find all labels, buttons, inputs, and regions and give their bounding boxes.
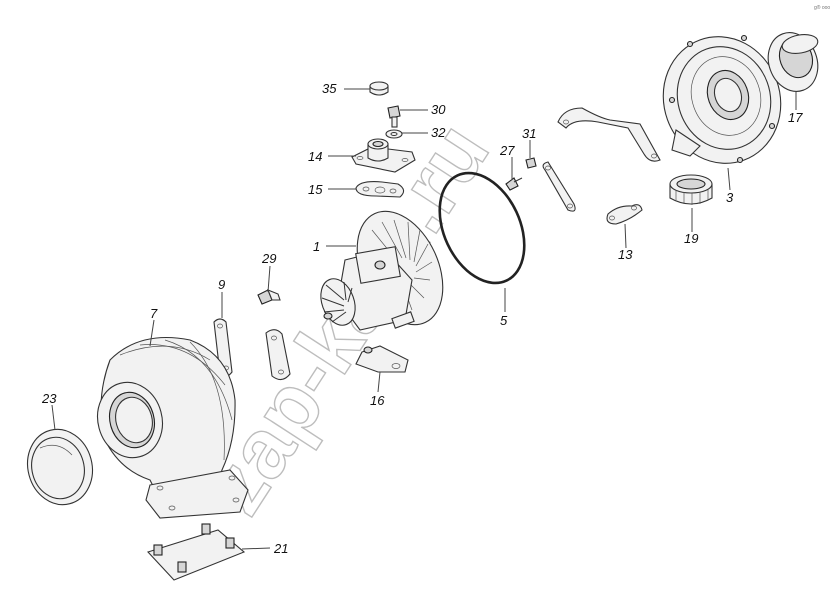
callout-32: 32 bbox=[431, 125, 446, 140]
callout-27: 27 bbox=[499, 143, 515, 158]
part-13-clamp-plate bbox=[606, 204, 643, 225]
callout-31: 31 bbox=[522, 126, 536, 141]
part-clamp-link bbox=[542, 107, 661, 212]
part-32-washer bbox=[385, 129, 403, 139]
part-gasket-right bbox=[265, 329, 291, 381]
part-16-oil-return-flange bbox=[355, 345, 409, 373]
callout-7: 7 bbox=[150, 306, 158, 321]
callout-9: 9 bbox=[218, 277, 225, 292]
part-35-cap bbox=[369, 81, 389, 96]
callout-15: 15 bbox=[308, 182, 323, 197]
part-27-screw bbox=[505, 177, 523, 191]
callout-3: 3 bbox=[726, 190, 734, 205]
callout-30: 30 bbox=[431, 102, 446, 117]
callout-1: 1 bbox=[313, 239, 320, 254]
callout-14: 14 bbox=[308, 149, 322, 164]
part-29-fitting bbox=[257, 289, 281, 305]
part-15-gasket bbox=[355, 181, 405, 198]
part-17-inlet-cap bbox=[767, 32, 819, 92]
callout-5: 5 bbox=[500, 313, 508, 328]
callout-labels: 35 30 32 14 15 1 29 9 7 23 16 21 5 27 31… bbox=[41, 81, 803, 556]
callout-35: 35 bbox=[322, 81, 337, 96]
leader-lines bbox=[51, 88, 797, 550]
corner-mark: g® ooo bbox=[814, 4, 830, 11]
part-31-nut bbox=[525, 157, 537, 169]
part-3-compressor-housing bbox=[662, 34, 782, 164]
part-21-outlet-plate bbox=[147, 523, 246, 581]
part-14-oil-flange bbox=[351, 138, 416, 173]
part-30-bolt bbox=[387, 105, 401, 128]
callout-19: 19 bbox=[684, 231, 698, 246]
callout-23: 23 bbox=[41, 391, 57, 406]
part-23-turbine-cover bbox=[27, 428, 93, 506]
part-19-compressor-cap bbox=[669, 174, 713, 205]
callout-17: 17 bbox=[788, 110, 803, 125]
callout-29: 29 bbox=[261, 251, 276, 266]
callout-16: 16 bbox=[370, 393, 385, 408]
part-5-o-ring bbox=[438, 171, 526, 285]
part-7-turbine-housing bbox=[97, 337, 249, 519]
part-1-cartridge bbox=[320, 210, 444, 331]
callout-13: 13 bbox=[618, 247, 633, 262]
callout-21: 21 bbox=[273, 541, 288, 556]
